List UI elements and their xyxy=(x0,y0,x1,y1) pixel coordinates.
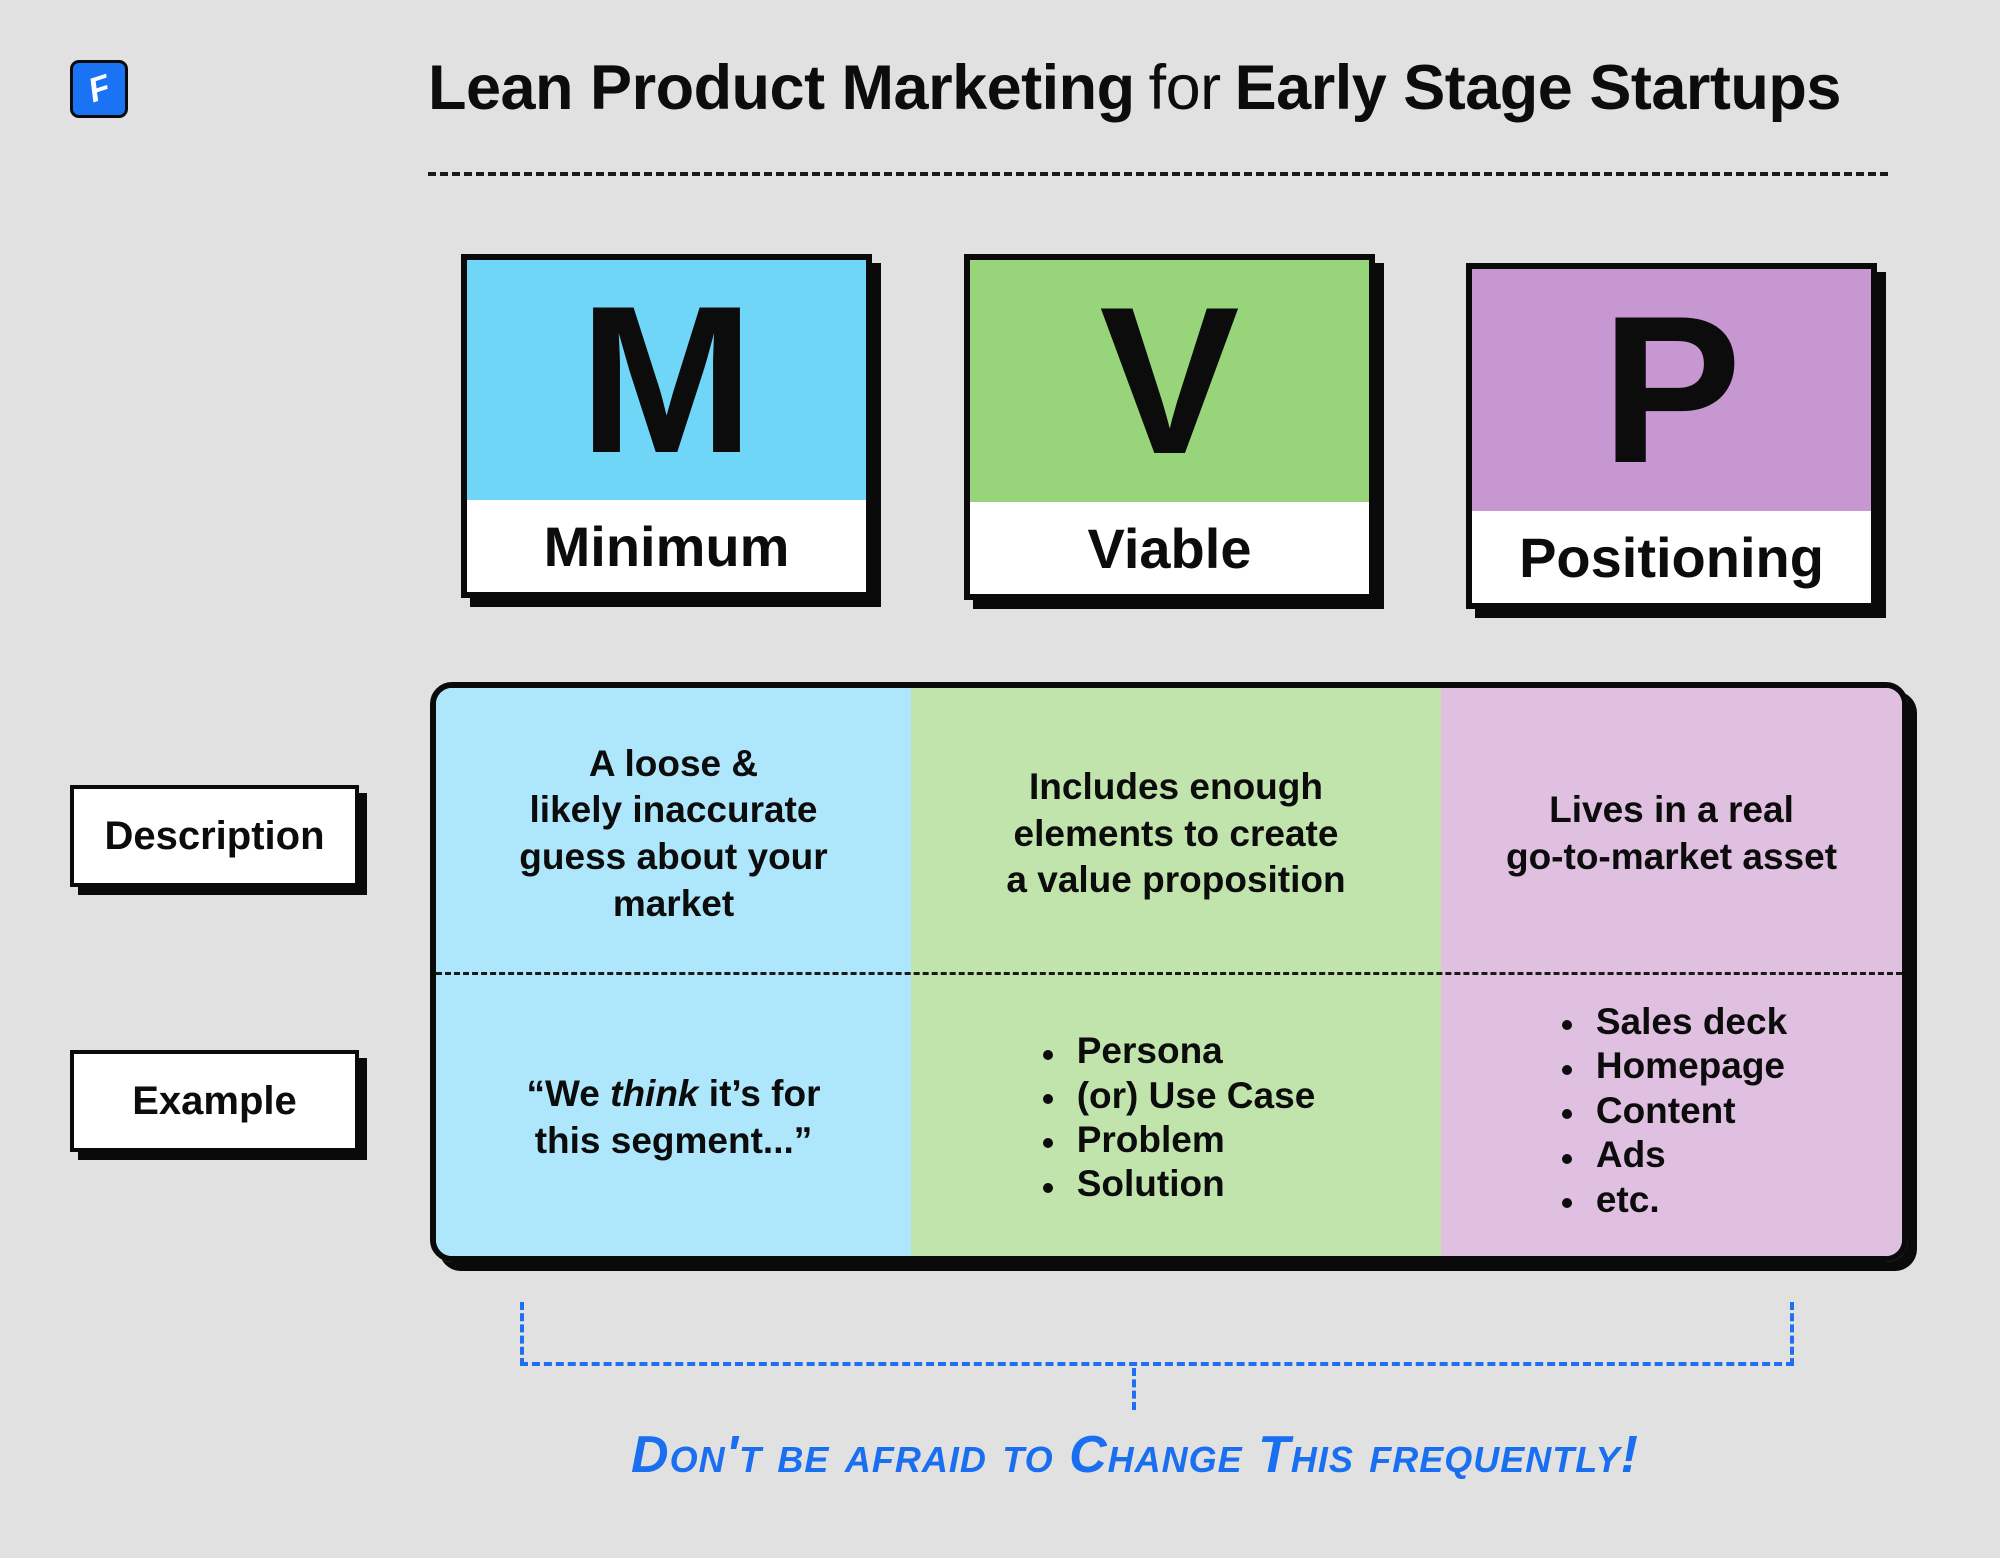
viable-example-list: Persona (or) Use Case Problem Solution xyxy=(1037,1029,1316,1207)
minimum-description-line: likely inaccurate xyxy=(529,789,818,831)
row-label-example: Example xyxy=(70,1050,359,1152)
list-item: Problem xyxy=(1037,1118,1316,1162)
minimum-description: A loose & likely inaccurate guess about … xyxy=(436,688,911,980)
footer-note: Don't be afraid to Change This frequentl… xyxy=(631,1426,1639,1484)
card-viable: V Viable xyxy=(964,254,1375,600)
minimum-description-line: guess about your xyxy=(519,836,828,877)
positioning-description-line: go-to-market asset xyxy=(1505,836,1838,877)
list-item: Solution xyxy=(1037,1162,1316,1206)
viable-description-line: Includes enough xyxy=(1029,766,1323,808)
logo-icon: F xyxy=(70,60,128,118)
card-minimum: M Minimum xyxy=(461,254,872,598)
card-word-viable: Viable xyxy=(970,502,1369,594)
bracket-connector xyxy=(520,1302,1794,1366)
minimum-example: “We think it’s for this segment...” xyxy=(436,980,911,1256)
positioning-description: Lives in a real go-to-market asset xyxy=(1441,688,1902,980)
card-word-minimum: Minimum xyxy=(467,500,866,592)
list-item: Homepage xyxy=(1556,1044,1787,1088)
title-divider xyxy=(428,172,1888,176)
list-item: Sales deck xyxy=(1556,1000,1787,1044)
logo-glyph: F xyxy=(83,67,115,111)
title-for: for xyxy=(1148,53,1222,123)
positioning-example: Sales deck Homepage Content Ads etc. xyxy=(1441,980,1902,1256)
card-letter-p: P xyxy=(1472,269,1871,511)
list-item: Persona xyxy=(1037,1029,1316,1073)
list-item: etc. xyxy=(1556,1178,1787,1222)
card-positioning: P Positioning xyxy=(1466,263,1877,609)
row-label-description: Description xyxy=(70,785,359,887)
row-divider xyxy=(436,972,1902,975)
viable-description-line: elements to create xyxy=(1013,812,1339,854)
title-left: Lean Product Marketing xyxy=(428,53,1135,123)
viable-description: Includes enough elements to create a val… xyxy=(911,688,1441,980)
minimum-example-mid: it’s for xyxy=(698,1073,821,1115)
minimum-example-line2: this segment...” xyxy=(534,1120,813,1161)
minimum-example-open: “We xyxy=(526,1073,611,1115)
viable-example: Persona (or) Use Case Problem Solution xyxy=(911,980,1441,1256)
positioning-example-list: Sales deck Homepage Content Ads etc. xyxy=(1556,1000,1787,1222)
minimum-description-line: A loose & xyxy=(588,742,759,784)
viable-description-line: a value proposition xyxy=(1006,859,1346,901)
card-word-positioning: Positioning xyxy=(1472,511,1871,603)
list-item: Content xyxy=(1556,1089,1787,1133)
list-item: Ads xyxy=(1556,1133,1787,1177)
card-letter-v: V xyxy=(970,260,1369,502)
minimum-example-emphasis: think xyxy=(610,1073,699,1115)
bracket-stem xyxy=(1132,1368,1136,1410)
card-letter-m: M xyxy=(467,260,866,500)
title-right: Early Stage Startups xyxy=(1234,53,1842,123)
positioning-description-line: Lives in a real xyxy=(1549,789,1794,831)
minimum-description-line: market xyxy=(612,882,735,924)
list-item: (or) Use Case xyxy=(1037,1074,1315,1118)
